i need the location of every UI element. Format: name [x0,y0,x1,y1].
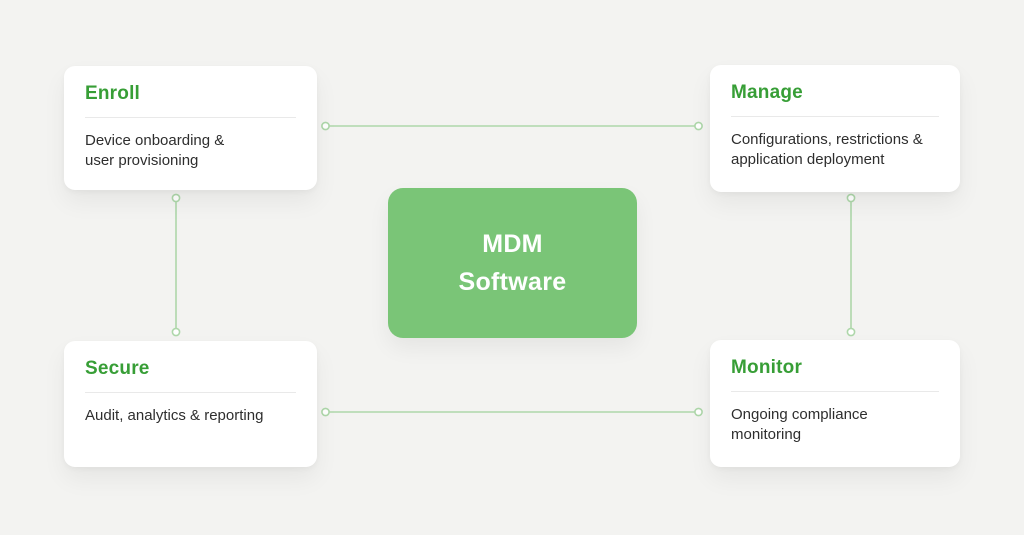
connector-endpoint-enroll-bottom [171,193,181,203]
connector-endpoint-manage-left [694,121,703,131]
card-secure: Secure Audit, analytics & reporting [64,341,317,467]
card-monitor-description: Ongoing compliance monitoring [731,406,868,443]
card-secure-title: Secure [85,358,150,379]
connector-endpoint-enroll-right [321,121,330,131]
card-manage: Manage Configurations, restrictions & ap… [710,65,960,192]
connector-endpoint-secure-right [321,407,330,417]
mdm-software-node: MDM Software [388,188,637,338]
card-enroll-description: Device onboarding & user provisioning [85,132,225,169]
card-monitor: Monitor Ongoing compliance monitoring [710,340,960,467]
card-monitor-title: Monitor [731,357,803,378]
card-manage-divider [731,116,939,117]
card-enroll-title: Enroll [85,83,141,104]
connector-endpoint-manage-bottom [846,193,856,203]
card-secure-description: Audit, analytics & reporting [85,407,264,424]
card-manage-title: Manage [731,82,803,103]
card-manage-description: Configurations, restrictions & applicati… [731,131,923,168]
card-monitor-divider [731,391,939,392]
card-enroll-divider [85,117,296,118]
card-secure-divider [85,392,296,393]
mdm-software-label: MDM Software [458,230,567,296]
connector-endpoint-secure-top [171,327,181,337]
connector-endpoint-monitor-left [694,407,703,417]
card-enroll: Enroll Device onboarding & user provisio… [64,66,317,190]
connector-endpoint-monitor-top [846,327,856,337]
